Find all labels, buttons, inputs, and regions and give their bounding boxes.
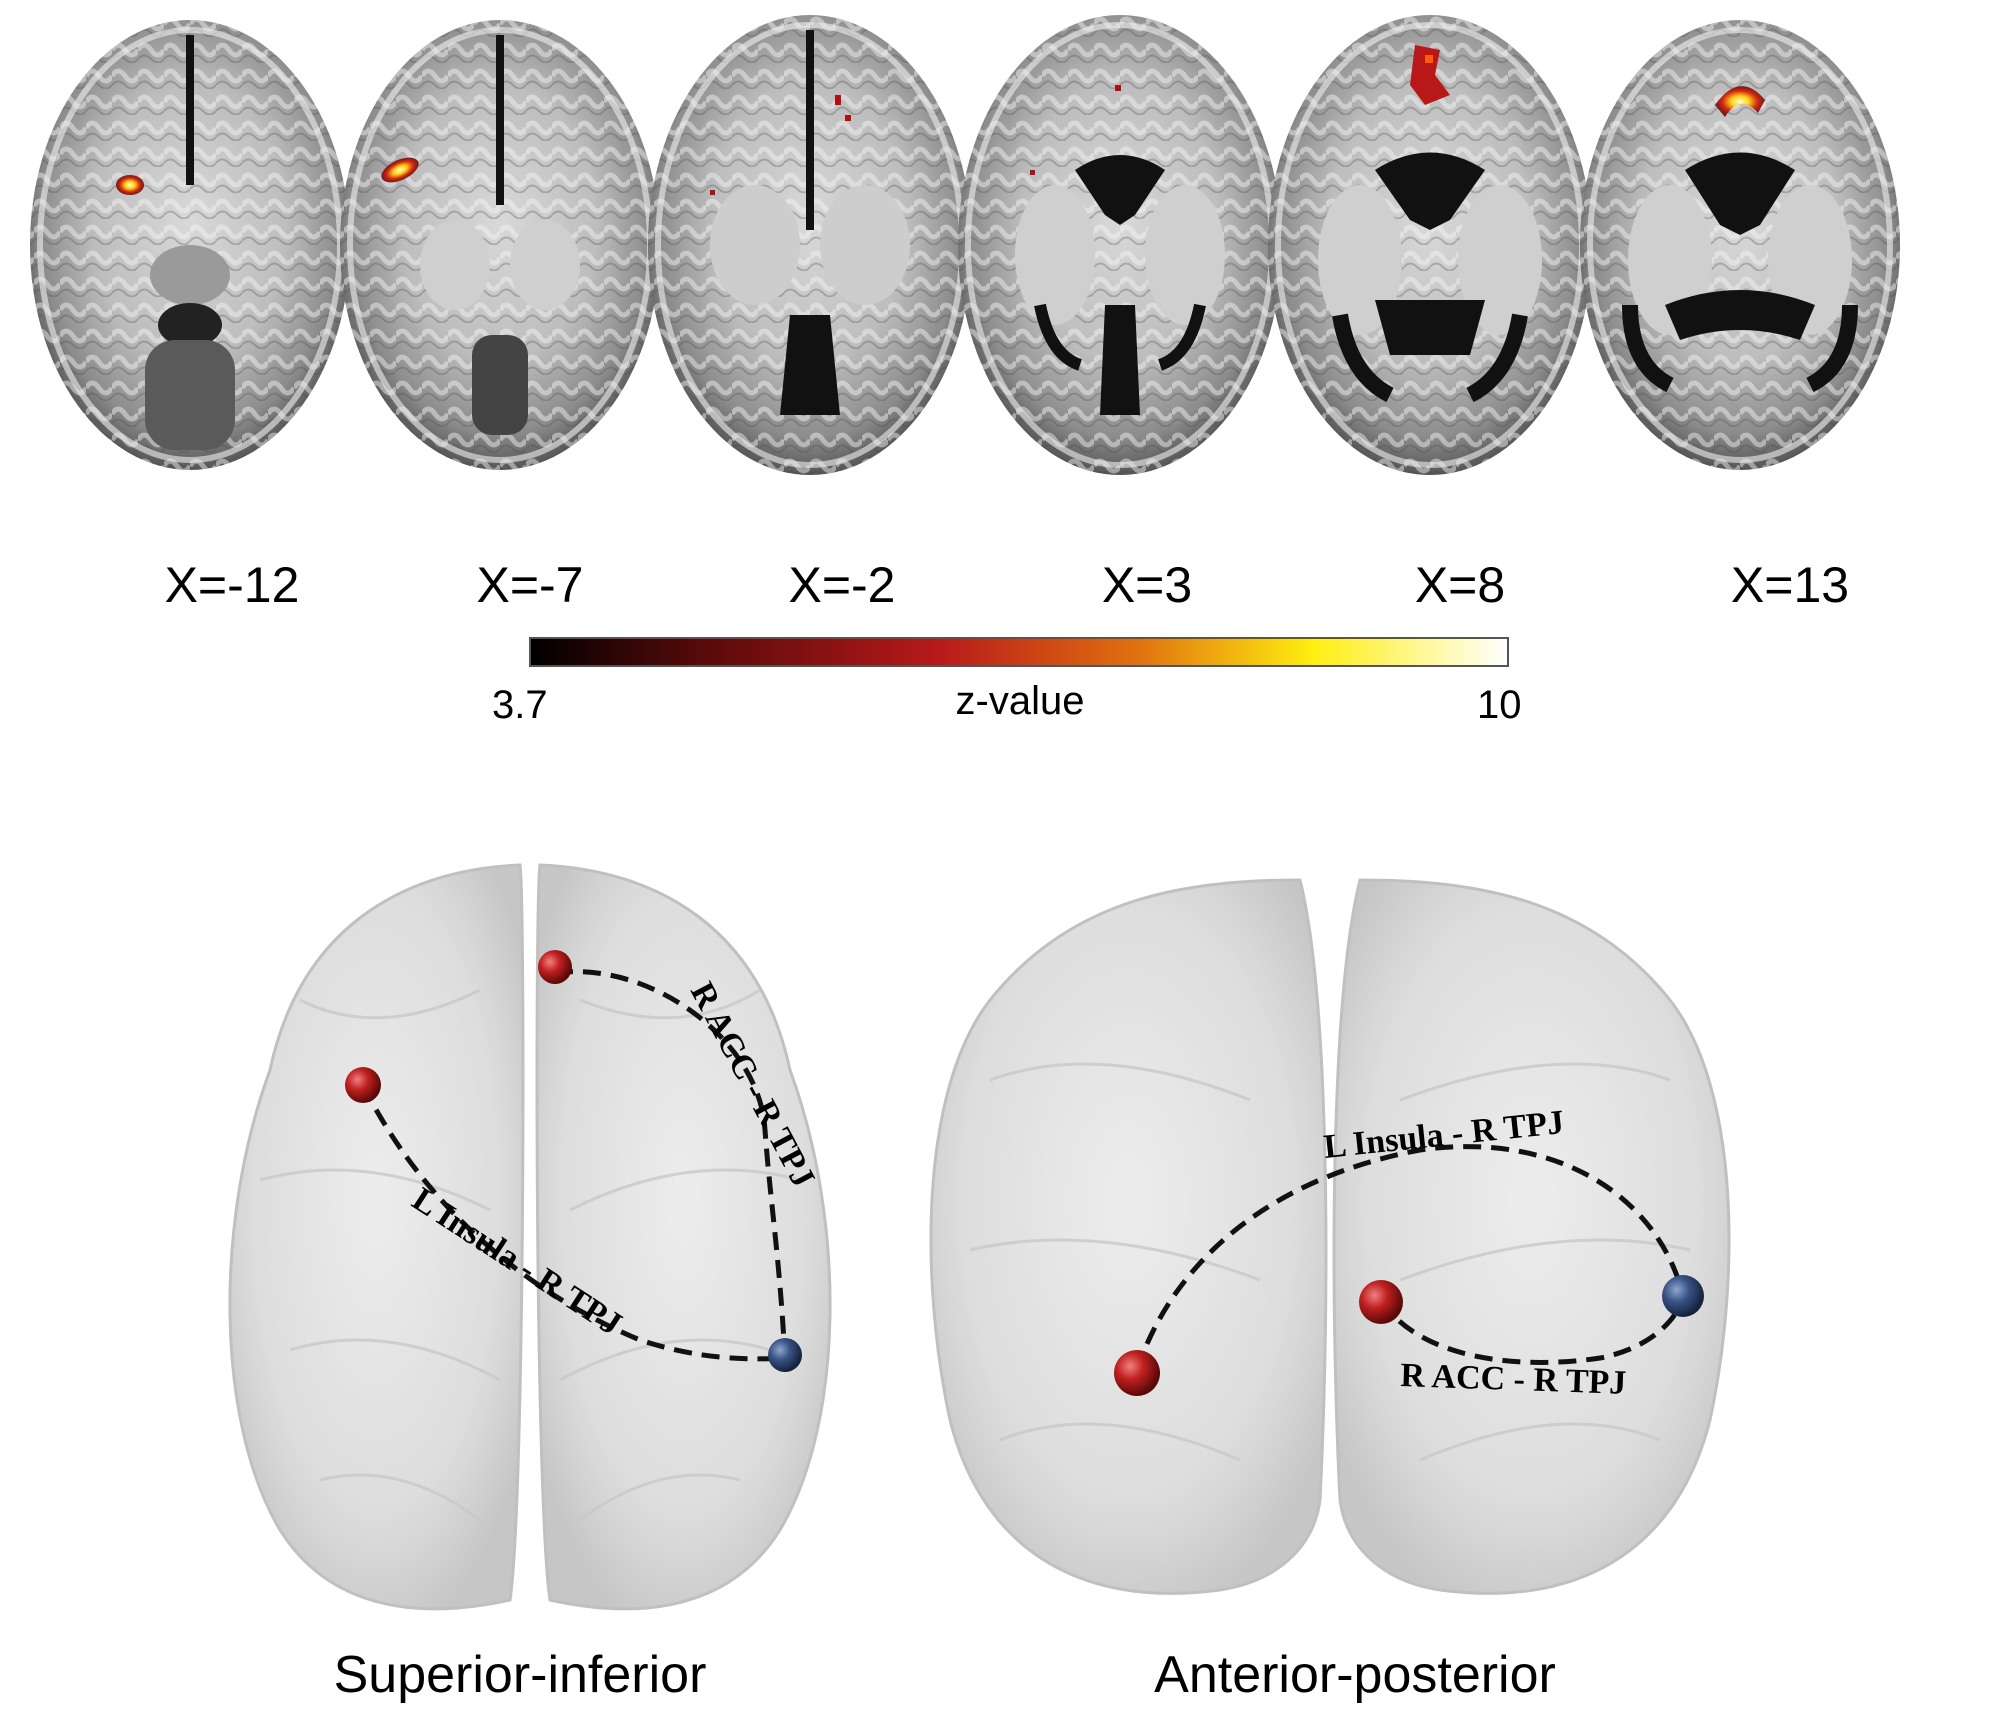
node-tpj: [768, 1338, 802, 1372]
node-insula: [1114, 1350, 1160, 1396]
connection-line-acc-tpj: [554, 969, 788, 1361]
axial-slice-4: [958, 15, 1282, 475]
slice-label-5: X=8: [1414, 557, 1506, 613]
colorbar-max-label: 10: [1477, 683, 1522, 727]
activation-blob: [1715, 86, 1765, 117]
left-hemisphere: [929, 878, 1328, 1595]
activation-blob: [116, 175, 144, 195]
left-hemisphere: [228, 863, 525, 1611]
brain-superior-view: R ACC - R TPJ L Insula - R TPJ: [228, 863, 832, 1611]
colorbar: [529, 637, 1509, 667]
activation-blob: [381, 157, 419, 183]
connection-line-insula-tpj: [1134, 1144, 1686, 1371]
activation-blob: [835, 95, 841, 105]
view-label-anterior-posterior: Anterior-posterior: [1154, 1646, 1556, 1704]
connection-label-acc-tpj: R ACC - R TPJ: [1400, 1357, 1627, 1402]
activation-blob: [1115, 85, 1121, 91]
brain-anterior-view: L Insula - R TPJ R ACC - R TPJ: [929, 878, 1731, 1595]
slice-label-4: X=3: [1101, 557, 1193, 613]
connection-line-insula-tpj: [360, 1083, 786, 1362]
axial-slice-3: [648, 15, 972, 475]
slice-label-2: X=-7: [476, 557, 584, 613]
right-hemisphere: [535, 863, 832, 1611]
slice-label-6: X=13: [1730, 557, 1850, 613]
colorbar-title: z-value: [955, 679, 1085, 723]
node-acc: [538, 950, 572, 984]
view-label-superior-inferior: Superior-inferior: [333, 1646, 707, 1704]
axial-slices-panel: [30, 15, 1900, 475]
axial-slice-2: [340, 20, 660, 470]
axial-slice-5: [1268, 15, 1592, 475]
connection-line-acc-tpj: [1378, 1298, 1686, 1365]
slice-label-3: X=-2: [788, 557, 896, 613]
slice-label-1: X=-12: [164, 557, 300, 613]
activation-blob: [1410, 45, 1450, 105]
right-hemisphere: [1332, 878, 1731, 1595]
colorbar-gradient: [529, 637, 1509, 667]
axial-slice-6: [1580, 20, 1900, 470]
node-tpj: [1662, 1275, 1704, 1317]
axial-slice-1: [30, 20, 350, 470]
node-acc: [1359, 1280, 1403, 1324]
node-insula: [345, 1067, 381, 1103]
colorbar-min-label: 3.7: [492, 683, 548, 727]
